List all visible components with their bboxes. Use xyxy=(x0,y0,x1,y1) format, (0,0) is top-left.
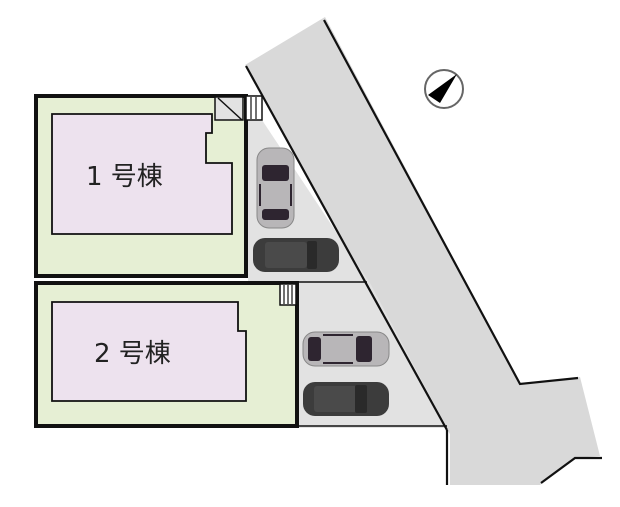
lot-1: 1 号棟 xyxy=(34,94,263,278)
car-dark-horizontal-1 xyxy=(253,238,339,272)
steps-icon xyxy=(279,283,297,306)
car-light-vertical xyxy=(256,147,295,229)
meter-box-icon xyxy=(214,96,244,121)
building-1 xyxy=(51,113,233,235)
building-2-label: 2 号棟 xyxy=(94,339,171,369)
road xyxy=(245,17,602,485)
building-2 xyxy=(51,301,247,402)
north-arrow-icon xyxy=(424,69,464,109)
car-light-horizontal xyxy=(302,331,390,367)
building-1-label: 1 号棟 xyxy=(86,162,163,192)
car-dark-horizontal-2 xyxy=(303,382,389,416)
lot-2: 2 号棟 xyxy=(34,281,299,428)
steps-icon xyxy=(245,95,263,121)
